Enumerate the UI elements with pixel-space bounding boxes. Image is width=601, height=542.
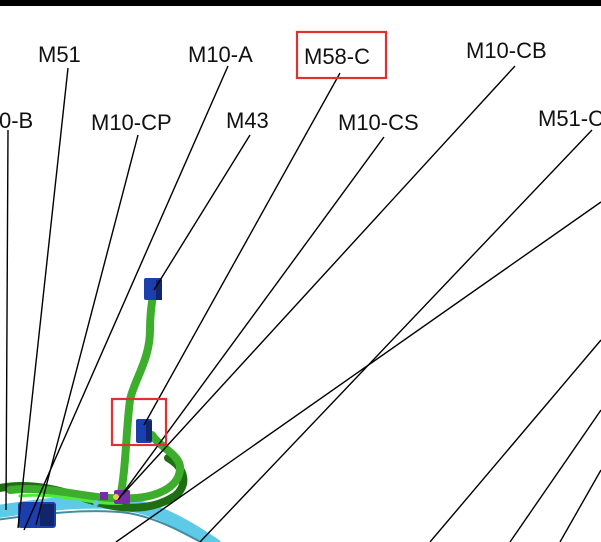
connector-purple <box>114 490 130 504</box>
leader-m10-a <box>23 65 229 531</box>
component-labels: M51 M10-A M58-C M10-CB 0-B M10-CP M43 M1… <box>0 38 601 135</box>
leader-lines <box>5 65 601 542</box>
connector-top-shade <box>156 280 162 300</box>
leader-right-2 <box>509 409 601 542</box>
connector-m58-c-shade <box>146 421 152 441</box>
leader-m51 <box>17 67 69 529</box>
leader-m10-cb <box>121 65 516 496</box>
leader-m10-cp <box>35 134 139 526</box>
leader-m43 <box>153 134 251 291</box>
label-m51-c: M51-C <box>538 106 601 131</box>
label-m10-a: M10-A <box>188 42 253 67</box>
leader-m10-cs <box>117 136 385 501</box>
connector-bottom-left-shade <box>40 504 54 526</box>
label-m58-c: M58-C <box>304 44 370 69</box>
clip-3 <box>100 492 108 500</box>
label-m51: M51 <box>38 42 81 67</box>
label-m10-cs: M10-CS <box>338 110 419 135</box>
harness-highlight-strand <box>18 493 124 505</box>
label-m10-b: 0-B <box>0 108 33 133</box>
leader-m58-c <box>143 72 341 426</box>
label-m43: M43 <box>226 108 269 133</box>
top-border <box>0 0 601 6</box>
leader-m10-b <box>5 129 9 511</box>
clip-1 <box>74 500 82 508</box>
leader-right-1 <box>429 339 601 542</box>
junction-node <box>113 494 119 500</box>
leader-right-3 <box>559 469 601 542</box>
leader-m51-c-1 <box>199 129 593 542</box>
leader-m51-c-2 <box>115 201 601 542</box>
harness-render <box>0 278 221 542</box>
clip-2 <box>93 500 99 506</box>
harness-main-branch <box>6 286 158 503</box>
highlight-connector-m58-c <box>110 397 168 447</box>
label-m10-cb: M10-CB <box>466 38 547 63</box>
highlight-boxes <box>110 30 388 447</box>
label-m10-cp: M10-CP <box>91 110 172 135</box>
highlight-label-m58-c <box>295 30 388 80</box>
